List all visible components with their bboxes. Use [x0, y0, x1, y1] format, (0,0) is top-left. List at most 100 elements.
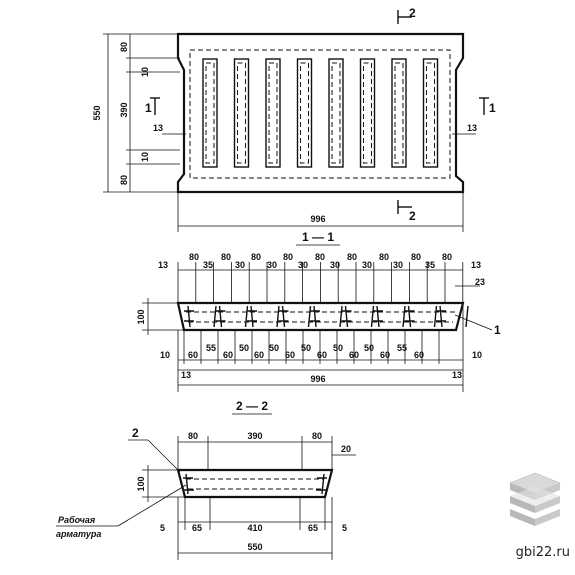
- plan-slot: [328, 58, 344, 168]
- section-1-bottom-dim: 60: [285, 350, 295, 360]
- section-1-top-dim: 13: [158, 260, 168, 270]
- section-2-bottom-65-left: 65: [192, 523, 202, 533]
- plan-slot-inner: [268, 62, 278, 164]
- section-1-outline: [176, 301, 465, 332]
- section-1-rib: [436, 305, 446, 328]
- section-1-top-dim: 80: [251, 252, 261, 262]
- plan-side-left-13: 13: [153, 123, 163, 133]
- section-2-height: 100: [136, 476, 146, 491]
- section-1-top-dim: 80: [347, 252, 357, 262]
- section-1-top-dim: 80: [283, 252, 293, 262]
- cut-1-right-mark: 1: [489, 101, 496, 115]
- plan-dim-80-top: 80: [119, 42, 129, 52]
- plan-dim-10-top: 10: [140, 67, 150, 77]
- plan-slot-inner: [394, 62, 404, 164]
- plan-slot-inner: [237, 62, 246, 164]
- section-1-bottom-dim: 50: [239, 343, 249, 353]
- section-1-top-dim: 80: [221, 252, 231, 262]
- plan-slot: [422, 58, 439, 168]
- section-1-rib: [184, 305, 194, 328]
- section-2-2: 2 — 2 80 390 80 20 100 2 Рабочая арматур…: [56, 399, 356, 560]
- section-1-rib: [404, 305, 415, 328]
- section-1-top-dim: 80: [315, 252, 325, 262]
- section-1-bottom-dim: 50: [269, 343, 279, 353]
- section-2-bottom-410: 410: [247, 523, 262, 533]
- section-1-bottom-dim: 60: [188, 350, 198, 360]
- section-1-rib: [215, 305, 226, 328]
- plan-dim-390: 390: [119, 102, 129, 117]
- section-1-rib-edge: [276, 305, 280, 328]
- section-1-rib-edge: [213, 305, 217, 328]
- plan-dim-10-bottom: 10: [140, 152, 150, 162]
- section-1-rib-edge: [339, 305, 343, 328]
- section-1-callout: 1: [494, 323, 501, 337]
- section-1-edge-right: 13: [452, 370, 462, 380]
- section-1-top-dim: 30: [267, 260, 277, 270]
- section-1-1: 1 — 1 1380358030803080308030803080308035…: [136, 230, 501, 392]
- section-1-total: 996: [310, 374, 325, 384]
- slot-group: [202, 58, 439, 168]
- section-1-bottom-dim: 60: [380, 350, 390, 360]
- section-1-top-dim: 30: [330, 260, 340, 270]
- cut-2-top-mark: 2: [409, 6, 416, 20]
- section-2-right-20: 20: [341, 444, 351, 454]
- plan-slot: [296, 58, 313, 168]
- section-1-top-dim: 30: [393, 260, 403, 270]
- section-1-rib-edge: [402, 305, 406, 328]
- section-1-top-dim: 35: [425, 260, 435, 270]
- section-1-bottom-dim: 50: [301, 343, 311, 353]
- section-1-bottom-dim: 60: [414, 350, 424, 360]
- plan-width-label: 996: [310, 214, 325, 224]
- section-1-bottom-dim: 50: [364, 343, 374, 353]
- plan-height-label: 550: [92, 105, 102, 120]
- plan-slot-inner: [205, 62, 215, 164]
- plan-slot-inner: [300, 62, 309, 164]
- section-1-ribs: [184, 305, 469, 328]
- section-1-rib-edge: [433, 305, 438, 328]
- section-1-bottom-left-10: 10: [160, 350, 170, 360]
- plan-slot: [391, 58, 407, 168]
- section-1-top-dim: 30: [362, 260, 372, 270]
- section-1-right-23: 23: [475, 277, 485, 287]
- plan-side-right-13: 13: [467, 123, 477, 133]
- cut-1-left-mark: 1: [145, 101, 152, 115]
- section-2-top-80-left: 80: [188, 431, 198, 441]
- section-1-rib-edge: [307, 305, 312, 328]
- section-1-bottom-right-10: 10: [472, 350, 482, 360]
- plan-outline: [176, 32, 465, 194]
- section-1-rib: [341, 305, 352, 328]
- section-1-rib-edge: [370, 305, 375, 328]
- section-1-top-dim: 80: [379, 252, 389, 262]
- section-1-height: 100: [136, 309, 146, 324]
- section-2-bottom-5-right: 5: [342, 523, 347, 533]
- section-2-title: 2 — 2: [236, 399, 268, 413]
- section-2-callout: 2: [132, 426, 139, 440]
- section-1-rib: [310, 305, 320, 328]
- plan-slot: [202, 58, 218, 168]
- cut-2-bottom-mark: 2: [409, 209, 416, 223]
- section-1-edge-left: 13: [181, 370, 191, 380]
- section-1-rib-edge: [244, 305, 249, 328]
- section-2-bottom-5-left: 5: [160, 523, 165, 533]
- section-1-top-dim: 13: [471, 260, 481, 270]
- section-1-rib: [373, 305, 383, 328]
- plan-slot-inner: [331, 62, 341, 164]
- section-1-title: 1 — 1: [302, 230, 334, 244]
- section-2-top-390: 390: [247, 431, 262, 441]
- plan-slot: [233, 58, 250, 168]
- section-1-bottom-dim: 55: [397, 343, 407, 353]
- section-1-bottom-dim: 60: [317, 350, 327, 360]
- section-1-top-dim: 80: [442, 252, 452, 262]
- plan-inner-border: [189, 49, 451, 179]
- plan-slot-inner: [426, 62, 435, 164]
- plan-slot: [359, 58, 376, 168]
- plan-slot: [265, 58, 281, 168]
- rebar-caption-line1: Рабочая: [58, 515, 96, 525]
- section-1-rib: [278, 305, 289, 328]
- section-1-bottom-dim: 60: [254, 350, 264, 360]
- section-1-bottom-dim: 50: [333, 343, 343, 353]
- section-1-rib-edge: [465, 305, 469, 328]
- section-1-bottom-dim: 55: [206, 343, 216, 353]
